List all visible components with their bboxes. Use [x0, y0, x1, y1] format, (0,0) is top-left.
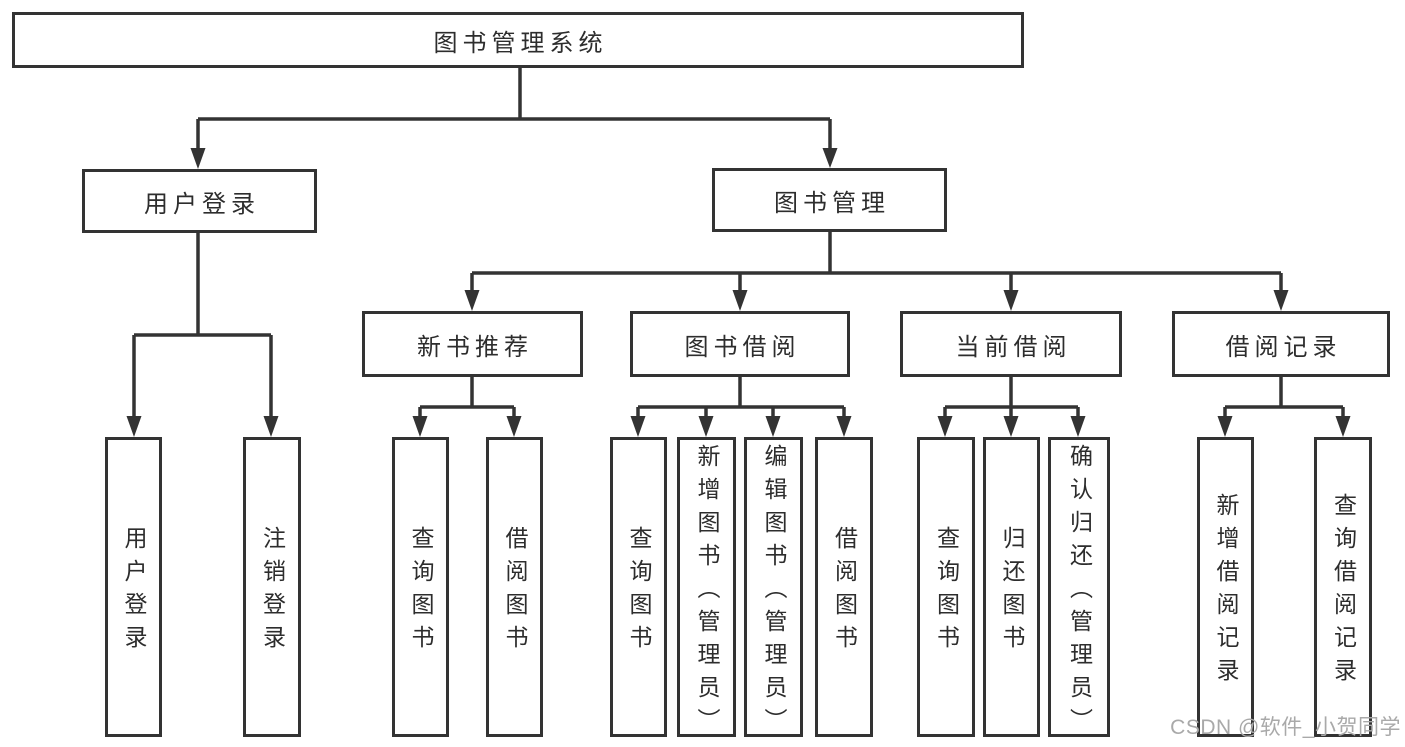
- leaf-label: 查询图书: [626, 526, 652, 658]
- leaf-label: 查询图书: [408, 526, 434, 658]
- node-label: 图书借阅: [684, 333, 801, 361]
- leaf-label: 用户登录: [121, 526, 147, 658]
- node-label: 新书推荐: [417, 333, 533, 361]
- leaf-label: 查询借阅记录: [1330, 493, 1357, 691]
- leaf-query-books-current: 查询图书: [917, 437, 975, 737]
- leaf-label: 新增图书（管理员）: [694, 443, 720, 741]
- leaf-query-borrow-record: 查询借阅记录: [1314, 437, 1372, 737]
- node-label: 图书管理系统: [433, 29, 608, 57]
- leaf-add-books-admin: 新增图书（管理员）: [677, 437, 736, 741]
- node-library-system: 图书管理系统: [12, 12, 1024, 68]
- leaf-borrow-books: 借阅图书: [815, 437, 873, 737]
- node-book-borrow: 图书借阅: [630, 311, 850, 377]
- leaf-user-login: 用户登录: [105, 437, 162, 737]
- leaf-label: 借阅图书: [831, 526, 858, 658]
- node-label: 图书管理: [774, 189, 890, 217]
- leaf-return-books: 归还图书: [983, 437, 1040, 737]
- leaf-query-books-newrec: 查询图书: [392, 437, 449, 737]
- node-label: 当前借阅: [955, 333, 1072, 361]
- leaf-query-books-borrow: 查询图书: [610, 437, 667, 737]
- leaf-borrow-books-newrec: 借阅图书: [486, 437, 543, 737]
- leaf-label: 查询图书: [933, 526, 960, 658]
- leaf-label: 编辑图书（管理员）: [761, 443, 787, 741]
- csdn-watermark: CSDN @软件_小贺同学: [1170, 716, 1401, 739]
- node-book-management: 图书管理: [712, 168, 947, 232]
- leaf-add-borrow-record: 新增借阅记录: [1197, 437, 1254, 737]
- leaf-edit-books-admin: 编辑图书（管理员）: [744, 437, 803, 741]
- node-label: 用户登录: [144, 190, 260, 218]
- leaf-logout-login: 注销登录: [243, 437, 301, 737]
- leaf-label: 确认归还（管理员）: [1066, 443, 1093, 741]
- node-label: 借阅记录: [1225, 333, 1342, 361]
- node-new-book-recommend: 新书推荐: [362, 311, 583, 377]
- leaf-label: 归还图书: [999, 526, 1025, 658]
- node-borrow-records: 借阅记录: [1172, 311, 1390, 377]
- leaf-label: 注销登录: [259, 526, 286, 658]
- leaf-confirm-return-admin: 确认归还（管理员）: [1048, 437, 1110, 741]
- leaf-label: 借阅图书: [502, 526, 528, 658]
- node-user-login: 用户登录: [82, 169, 317, 233]
- leaf-label: 新增借阅记录: [1213, 493, 1239, 691]
- node-current-borrow: 当前借阅: [900, 311, 1122, 377]
